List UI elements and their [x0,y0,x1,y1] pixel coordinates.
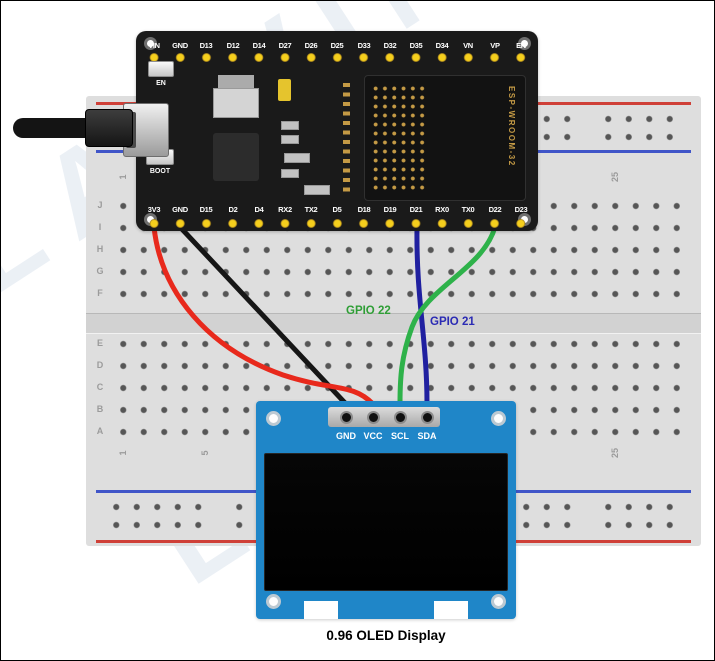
mounting-hole [266,594,281,609]
esp32-pin-label: TX2 [304,205,318,214]
smd-component [284,153,310,163]
row-letter: J [97,200,103,210]
esp32-pin-label: RX2 [278,205,292,214]
esp32-pin-label: D32 [383,41,397,50]
esp32-pin-label: GND [172,205,188,214]
esp32-pin-label: 3V3 [147,205,161,214]
voltage-regulator-tab [218,75,254,88]
esp32-pin-label: D12 [226,41,240,50]
row-letter: G [96,266,104,276]
esp32-pin-label: D33 [357,41,371,50]
row-letter: D [96,360,104,370]
mounting-hole [491,594,506,609]
boot-button-label: BOOT [149,168,171,175]
esp32-board: VIN GND D13 D12 D14 D27 D26 D25 D33 D32 … [123,31,538,231]
module-label: ESP-WROOM-32 [507,86,516,167]
esp32-pin-label: D19 [383,205,397,214]
esp32-pin-label: RX0 [435,205,449,214]
usb-cable [13,118,93,138]
oled-pin-scl [394,410,407,424]
esp32-pin-label: D22 [488,205,502,214]
module-pad-grid [371,84,427,192]
mounting-hole [491,411,506,426]
center-channel [86,313,701,334]
mounting-hole [518,37,531,50]
pcb-notch [434,601,468,619]
smd-component [281,169,299,178]
row-letter: E [96,338,103,348]
oled-pin-label: SDA [417,431,437,441]
esp-wroom-32-module: ESP-WROOM-32 [364,75,526,201]
column-number: 25 [610,448,620,459]
column-number: 1 [118,174,128,180]
oled-pin-sda [421,410,434,424]
oled-pin-header [328,407,440,427]
esp32-pin-label: D21 [409,205,423,214]
esp32-pin-label: D2 [228,205,238,214]
smd-component [281,135,299,144]
esp32-pin-label: D14 [252,41,266,50]
pcb-notch [304,601,338,619]
esp32-pin-label: VP [490,41,500,50]
oled-screen [264,453,508,591]
row-letter: C [96,382,104,392]
esp32-pin-label: D26 [304,41,318,50]
esp32-bottom-pin-row [141,218,534,229]
mounting-hole [144,37,157,50]
esp32-pin-label: D15 [199,205,213,214]
row-letter: F [97,288,103,298]
en-button-label: EN [156,80,166,87]
esp32-pin-label: D25 [330,41,344,50]
solder-pad-strip [343,83,350,195]
mounting-hole [266,411,281,426]
smd-component [304,185,330,195]
esp32-pin-label: D13 [199,41,213,50]
column-number: 1 [118,450,128,456]
capacitor-yellow [278,79,291,101]
esp32-pin-label: D27 [278,41,292,50]
esp32-pin-label: D5 [332,205,342,214]
row-letter: B [96,404,104,414]
esp32-pin-label: TX0 [461,205,475,214]
esp32-pin-label: D18 [357,205,371,214]
column-number: 5 [200,450,210,456]
oled-pin-label: VCC [363,431,383,441]
column-number: 25 [610,172,620,183]
oled-pin-gnd [340,410,353,424]
esp32-pin-label: GND [172,41,188,50]
row-letter: I [98,222,102,232]
voltage-regulator-body [213,88,259,118]
esp32-pin-label: D23 [514,205,528,214]
row-letter: A [96,426,104,436]
usb-uart-chip [213,133,259,181]
oled-display-board: GND VCC SCL SDA [256,401,516,619]
row-letter: H [96,244,104,254]
esp32-pin-label: D4 [254,205,264,214]
en-button [148,61,174,77]
smd-component [281,121,299,130]
oled-pin-label: GND [336,431,356,441]
esp32-pin-label: VN [463,41,473,50]
oled-pin-label: SCL [391,431,409,441]
oled-caption: 0.96 OLED Display [326,628,446,643]
esp32-pin-label: EN [516,41,526,50]
esp32-pin-label: D35 [409,41,423,50]
esp32-top-pin-row [141,52,534,63]
usb-cable-plug [85,109,133,147]
esp32-pin-label: D34 [435,41,449,50]
oled-pin-vcc [367,410,380,424]
esp32-pin-label: VIN [148,41,160,50]
